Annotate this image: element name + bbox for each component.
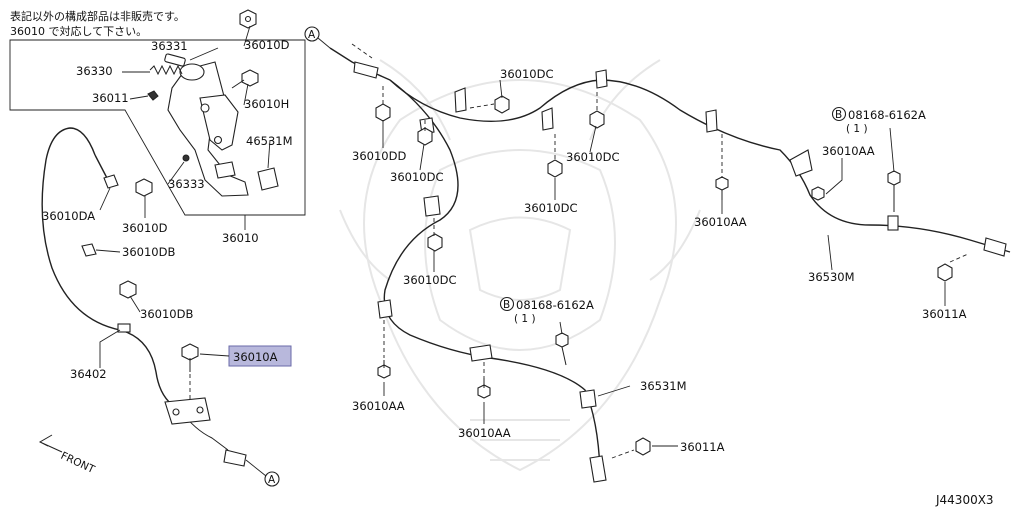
label-36011A-2: 36011A xyxy=(680,440,725,454)
diagram-code: J44300X3 xyxy=(935,493,994,507)
pin-36333[interactable] xyxy=(182,154,190,162)
label-36010DB-2: 36010DB xyxy=(140,307,193,321)
nut-36010D-low[interactable] xyxy=(135,178,153,197)
label-36010DC-1: 36010DC xyxy=(500,67,553,81)
svg-text:B: B xyxy=(835,109,842,121)
clip-36010DB-1[interactable] xyxy=(81,243,97,257)
clip-36010AA-mid[interactable] xyxy=(469,344,493,362)
nut-36010DD[interactable] xyxy=(375,103,391,122)
label-bolt-08168-2: 08168-6162A xyxy=(516,298,594,312)
label-36010AA-3: 36010AA xyxy=(352,399,405,413)
pad-36331[interactable] xyxy=(164,53,186,67)
callout-b-2 xyxy=(499,296,515,312)
pedal-assembly[interactable] xyxy=(167,61,249,197)
bolt-36010A[interactable] xyxy=(181,343,199,372)
label-36010DC-3: 36010DC xyxy=(566,150,619,164)
label-36530M: 36530M xyxy=(808,270,855,284)
clip-36010DC-b[interactable] xyxy=(541,107,554,131)
label-bolt-08168-2-qty: ( 1 ) xyxy=(514,313,536,325)
bolt-36011A-1[interactable] xyxy=(937,263,953,282)
svg-text:B: B xyxy=(503,299,510,311)
rear-cable-end-right[interactable] xyxy=(983,237,1007,257)
clip-mid-right[interactable] xyxy=(705,109,718,133)
front-label: FRONT xyxy=(59,450,97,476)
label-36010A[interactable]: 36010A xyxy=(233,350,278,364)
label-36011A-1: 36011A xyxy=(922,307,967,321)
clip-bolt1[interactable] xyxy=(887,215,899,231)
bolt-36010AA-3[interactable] xyxy=(477,378,491,399)
front-arrow: FRONT xyxy=(38,434,97,476)
label-36010DC-4: 36010DC xyxy=(524,201,577,215)
label-36010AA-4: 36010AA xyxy=(458,426,511,440)
label-36333: 36333 xyxy=(168,177,205,191)
nut-36010DC-1[interactable] xyxy=(494,95,510,114)
label-36010DC-5: 36010DC xyxy=(403,273,456,287)
svg-text:A: A xyxy=(268,474,276,486)
label-36010D-low: 36010D xyxy=(122,221,168,235)
clip-36010AA-left[interactable] xyxy=(377,299,393,319)
mount-bracket[interactable] xyxy=(164,397,211,425)
label-bolt-08168-1: 08168-6162A xyxy=(848,108,926,122)
nut-36010D-top[interactable] xyxy=(239,9,257,29)
callout-a-bottom xyxy=(264,471,280,487)
label-36331: 36331 xyxy=(151,39,188,53)
nut-36010DC-2[interactable] xyxy=(589,110,605,129)
label-36330: 36330 xyxy=(76,64,113,78)
pedal-pad-46531M[interactable] xyxy=(257,167,279,191)
bolt-36010AA-1[interactable] xyxy=(715,176,729,200)
label-36010DB-1: 36010DB xyxy=(122,245,175,259)
note-line-2: 36010 で対応して下さい。 xyxy=(10,24,147,38)
bolt-36011A-2[interactable] xyxy=(635,437,651,456)
pedal-assembly-frame xyxy=(9,39,306,216)
label-36010: 36010 xyxy=(222,231,259,245)
label-46531M: 46531M xyxy=(246,134,293,148)
bolt-36010AA-2[interactable] xyxy=(377,360,391,379)
label-36531M: 36531M xyxy=(640,379,687,393)
equalizer-end[interactable] xyxy=(223,449,247,467)
callout-a-top xyxy=(304,26,320,42)
svg-text:A: A xyxy=(308,29,316,41)
callout-b-1 xyxy=(831,106,847,122)
rear-cable-end-left[interactable] xyxy=(589,455,607,483)
label-36010DD: 36010DD xyxy=(352,149,406,163)
rear-cable-36531M[interactable] xyxy=(383,79,601,471)
clip-36010DC-a[interactable] xyxy=(454,87,467,113)
front-cable-36402[interactable] xyxy=(41,127,181,411)
clip-36011[interactable] xyxy=(147,90,159,101)
clip-36010DC-c[interactable] xyxy=(595,69,608,89)
nut-36010DC-3[interactable] xyxy=(547,159,563,178)
label-36011: 36011 xyxy=(92,91,129,105)
bolt-36010AA-4[interactable] xyxy=(811,186,825,201)
label-bolt-08168-1-qty: ( 1 ) xyxy=(846,123,868,135)
label-36010H: 36010H xyxy=(244,97,289,111)
bolt-08168-2[interactable] xyxy=(555,332,569,366)
nut-36010DB-2[interactable] xyxy=(119,280,137,299)
label-36010AA-1: 36010AA xyxy=(694,215,747,229)
label-36402: 36402 xyxy=(70,367,107,381)
clip-36010AA-right[interactable] xyxy=(789,149,813,177)
label-36010DA: 36010DA xyxy=(42,209,95,223)
label-36010AA-2: 36010AA xyxy=(822,144,875,158)
clip-36010DA[interactable] xyxy=(103,174,119,189)
bolt-36010H[interactable] xyxy=(231,69,259,89)
label-36010DC-2: 36010DC xyxy=(390,170,443,184)
cable-sleeve xyxy=(117,323,131,333)
return-spring[interactable] xyxy=(149,64,183,76)
note-line-1: 表記以外の構成部品は非販売です。 xyxy=(10,9,185,23)
clip-bolt2[interactable] xyxy=(579,389,597,409)
label-36010D-top: 36010D xyxy=(244,38,290,52)
rear-cable-36530M[interactable] xyxy=(389,79,1011,253)
bolt-08168-1[interactable] xyxy=(887,170,901,212)
nut-36010DC-5[interactable] xyxy=(427,233,443,252)
clip-36010DC-e[interactable] xyxy=(423,195,441,217)
watermark-emblem xyxy=(339,59,701,472)
